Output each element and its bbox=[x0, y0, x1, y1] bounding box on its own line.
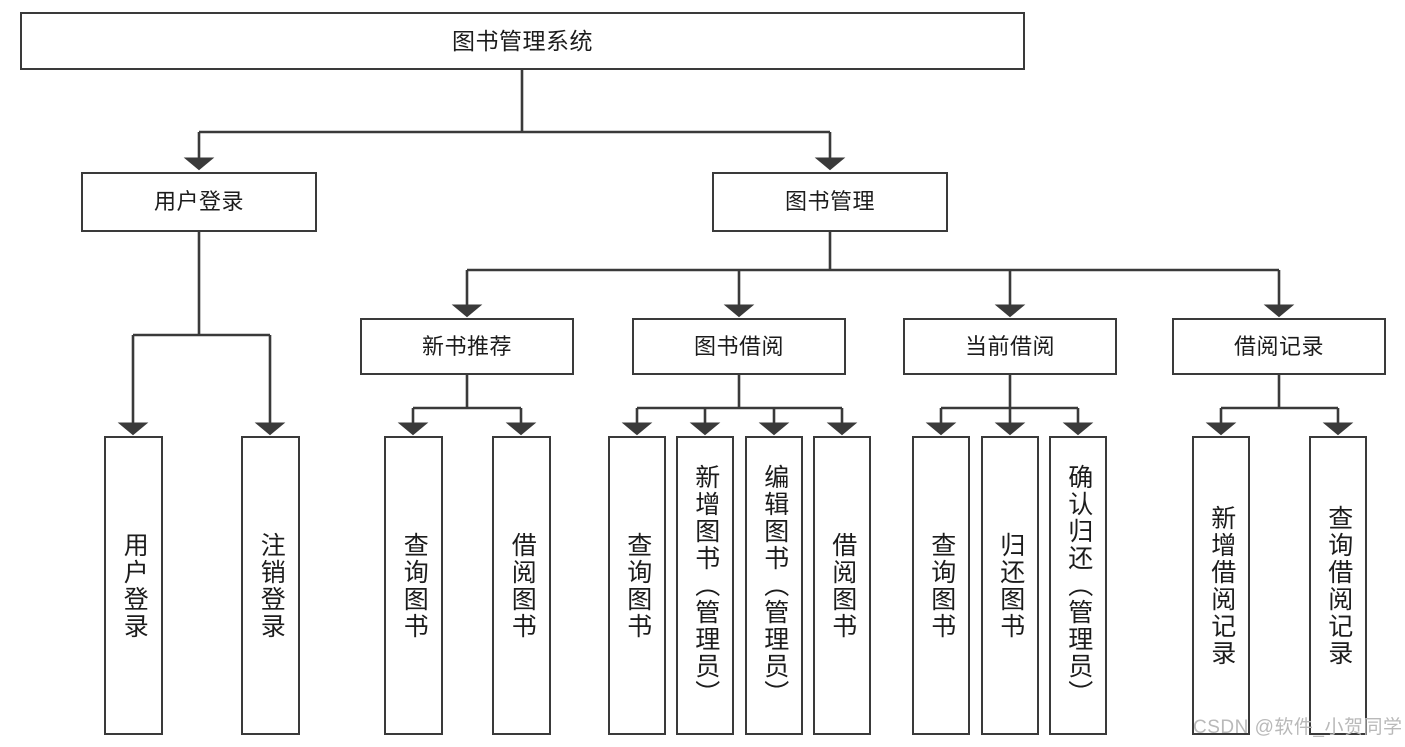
node-current-borrow-label: 当前借阅 bbox=[964, 333, 1055, 359]
node-leaf-user-logout[interactable]: 注销登录 bbox=[241, 436, 300, 735]
node-leaf-edit-book[interactable]: 编辑图书（管理员） bbox=[745, 436, 803, 735]
node-new-book-recommend-label: 新书推荐 bbox=[421, 333, 512, 359]
node-leaf-return-book[interactable]: 归还图书 bbox=[981, 436, 1039, 735]
node-borrow-record[interactable]: 借阅记录 bbox=[1172, 318, 1386, 375]
node-leaf-return-book-label: 归还图书 bbox=[996, 531, 1025, 640]
node-leaf-user-login[interactable]: 用户登录 bbox=[104, 436, 163, 735]
node-new-book-recommend[interactable]: 新书推荐 bbox=[360, 318, 574, 375]
node-leaf-confirm-return-label: 确认归还（管理员） bbox=[1064, 464, 1093, 707]
node-leaf-confirm-return[interactable]: 确认归还（管理员） bbox=[1049, 436, 1107, 735]
node-leaf-user-login-label: 用户登录 bbox=[120, 531, 149, 640]
node-leaf-query-book-2[interactable]: 查询图书 bbox=[608, 436, 666, 735]
node-leaf-borrow-book-1-label: 借阅图书 bbox=[508, 531, 537, 640]
node-book-borrow-label: 图书借阅 bbox=[693, 333, 784, 359]
node-leaf-query-book-1-label: 查询图书 bbox=[400, 531, 429, 640]
node-leaf-query-book-2-label: 查询图书 bbox=[623, 531, 652, 640]
node-leaf-query-book-3-label: 查询图书 bbox=[927, 531, 956, 640]
node-leaf-borrow-book-2-label: 借阅图书 bbox=[828, 531, 857, 640]
node-leaf-borrow-book-1[interactable]: 借阅图书 bbox=[492, 436, 551, 735]
node-leaf-borrow-book-2[interactable]: 借阅图书 bbox=[813, 436, 871, 735]
node-user-login[interactable]: 用户登录 bbox=[81, 172, 317, 232]
node-leaf-query-book-3[interactable]: 查询图书 bbox=[912, 436, 970, 735]
node-current-borrow[interactable]: 当前借阅 bbox=[903, 318, 1117, 375]
node-leaf-query-book-1[interactable]: 查询图书 bbox=[384, 436, 443, 735]
node-book-borrow[interactable]: 图书借阅 bbox=[632, 318, 846, 375]
node-book-management[interactable]: 图书管理 bbox=[712, 172, 948, 232]
node-leaf-add-book-label: 新增图书（管理员） bbox=[691, 464, 720, 707]
node-leaf-add-book[interactable]: 新增图书（管理员） bbox=[676, 436, 734, 735]
node-leaf-edit-book-label: 编辑图书（管理员） bbox=[760, 464, 789, 707]
node-root[interactable]: 图书管理系统 bbox=[20, 12, 1025, 70]
node-user-login-label: 用户登录 bbox=[153, 189, 244, 215]
node-leaf-query-record[interactable]: 查询借阅记录 bbox=[1309, 436, 1367, 735]
node-leaf-user-logout-label: 注销登录 bbox=[257, 531, 286, 640]
node-root-label: 图书管理系统 bbox=[452, 27, 593, 54]
node-borrow-record-label: 借阅记录 bbox=[1233, 333, 1324, 359]
watermark: CSDN @软件_小贺同学 bbox=[1193, 717, 1403, 738]
node-leaf-query-record-label: 查询借阅记录 bbox=[1324, 504, 1353, 667]
node-leaf-add-record-label: 新增借阅记录 bbox=[1207, 504, 1236, 667]
node-book-management-label: 图书管理 bbox=[784, 189, 875, 215]
node-leaf-add-record[interactable]: 新增借阅记录 bbox=[1192, 436, 1250, 735]
